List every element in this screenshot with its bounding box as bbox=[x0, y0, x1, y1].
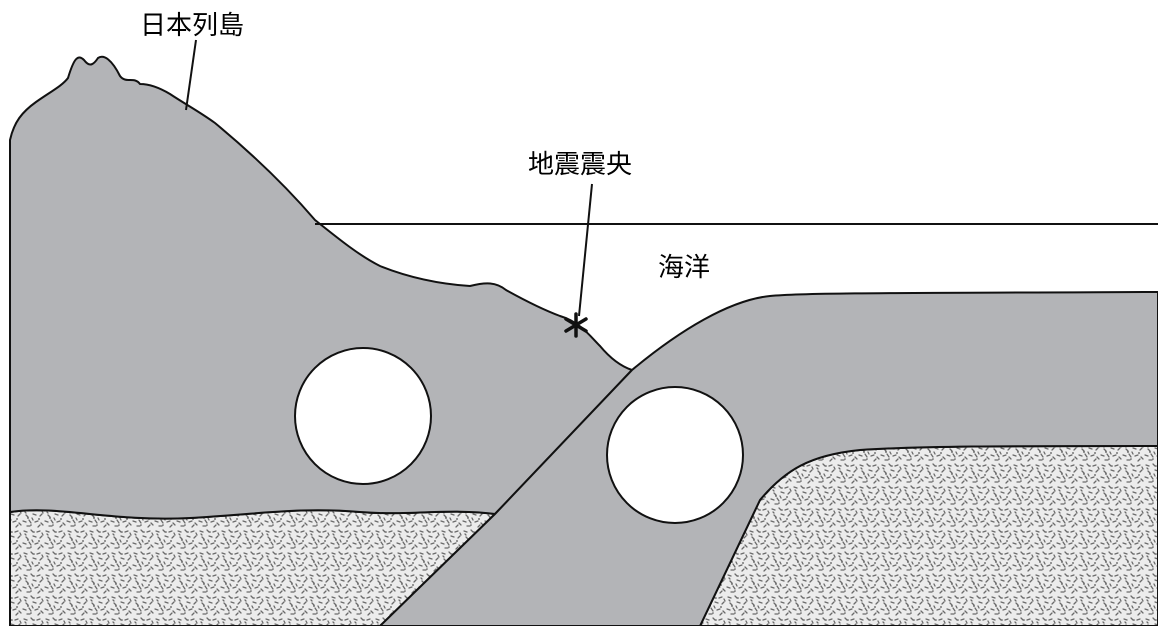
label-japan-islands: 日本列島 bbox=[140, 11, 244, 41]
continental-plate bbox=[9, 55, 633, 520]
label-ocean: 海洋 bbox=[658, 253, 710, 283]
asterisk-icon bbox=[564, 312, 588, 338]
epicenter-leader-line bbox=[578, 183, 593, 317]
japan-leader-line bbox=[185, 39, 197, 111]
oceanic-plate bbox=[379, 291, 1158, 626]
circle-continental bbox=[294, 347, 432, 485]
label-epicenter: 地震震央 bbox=[528, 150, 632, 180]
circle-oceanic bbox=[606, 386, 744, 524]
